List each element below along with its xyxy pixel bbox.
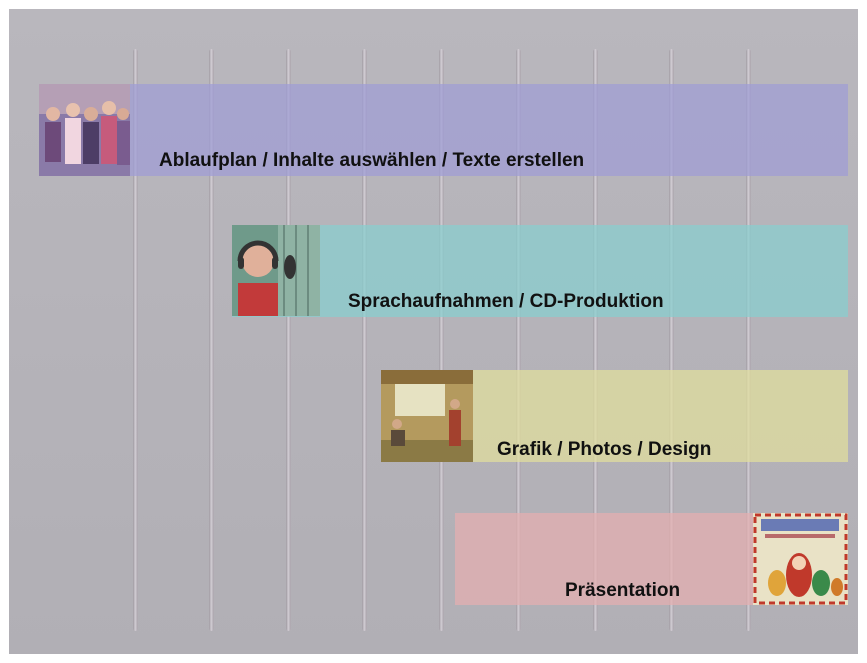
phase-band-planning [39, 84, 848, 176]
column-pillar [362, 49, 367, 631]
column-pillar [439, 49, 444, 631]
phase-band-recording [232, 225, 848, 317]
phase-label-recording: Sprachaufnahmen / CD-Produktion [348, 291, 664, 312]
column-pillar [286, 49, 291, 631]
phase-label-design: Grafik / Photos / Design [497, 439, 712, 460]
stage-presentation-photo [381, 370, 473, 462]
column-pillar [133, 49, 138, 631]
matryoshka-poster-image [753, 513, 848, 605]
column-pillar [746, 49, 751, 631]
column-pillar [593, 49, 598, 631]
phase-label-planning: Ablaufplan / Inhalte auswählen / Texte e… [159, 150, 585, 171]
phase-label-presentation: Präsentation [565, 580, 681, 601]
recording-studio-photo [232, 225, 320, 316]
column-pillar [516, 49, 521, 631]
group-singers-photo [39, 84, 130, 176]
column-pillar [669, 49, 674, 631]
column-pillar [209, 49, 214, 631]
slide-canvas: Ablaufplan / Inhalte auswählen / Texte e… [9, 9, 858, 654]
